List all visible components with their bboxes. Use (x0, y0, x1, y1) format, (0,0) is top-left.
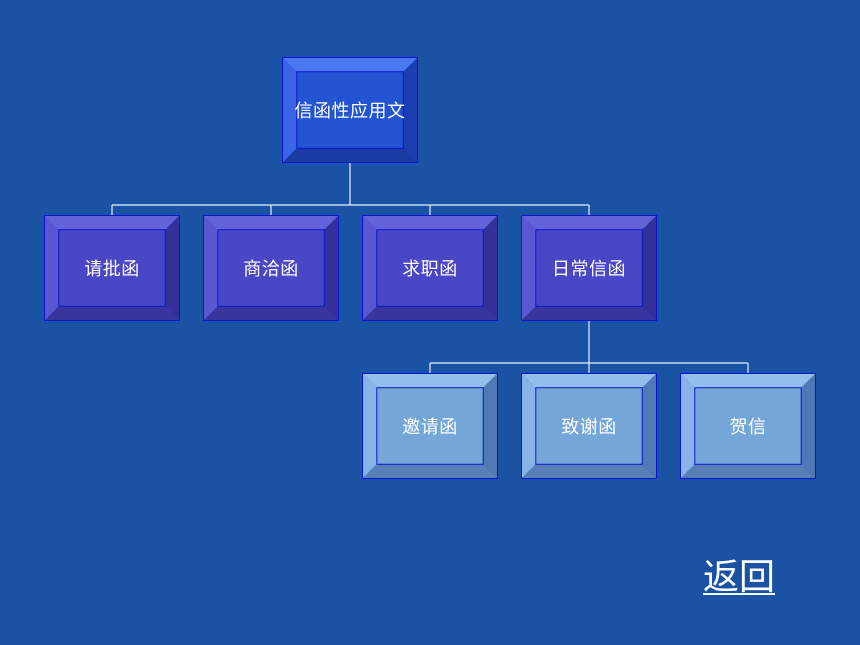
bevel-shape (283, 58, 417, 162)
node-label: 邀请函 (402, 417, 458, 438)
node-label: 请批函 (84, 259, 140, 280)
bevel-shape (363, 374, 497, 478)
back-link[interactable]: 返回 (703, 557, 776, 598)
bevel-shape (45, 216, 179, 320)
node-shangqiahan[interactable]: 商洽函 (203, 215, 339, 321)
node-label: 日常信函 (552, 259, 626, 280)
node-qiuzhihan[interactable]: 求职函 (362, 215, 498, 321)
node-zhixiehan[interactable]: 致谢函 (521, 373, 657, 479)
bevel-shape (681, 374, 815, 478)
node-richangxinhan[interactable]: 日常信函 (521, 215, 657, 321)
node-label: 贺信 (729, 417, 767, 438)
root-node[interactable]: 信函性应用文 (282, 57, 418, 163)
node-hexin[interactable]: 贺信 (680, 373, 816, 479)
node-qingpihan[interactable]: 请批函 (44, 215, 180, 321)
node-yaoqinghan[interactable]: 邀请函 (362, 373, 498, 479)
root-node-label: 信函性应用文 (294, 101, 406, 122)
bevel-shape (363, 216, 497, 320)
node-label: 致谢函 (561, 417, 617, 438)
bevel-shape (204, 216, 338, 320)
bevel-shape (522, 216, 656, 320)
bevel-shape (522, 374, 656, 478)
node-label: 商洽函 (243, 259, 299, 280)
node-label: 求职函 (402, 259, 458, 280)
